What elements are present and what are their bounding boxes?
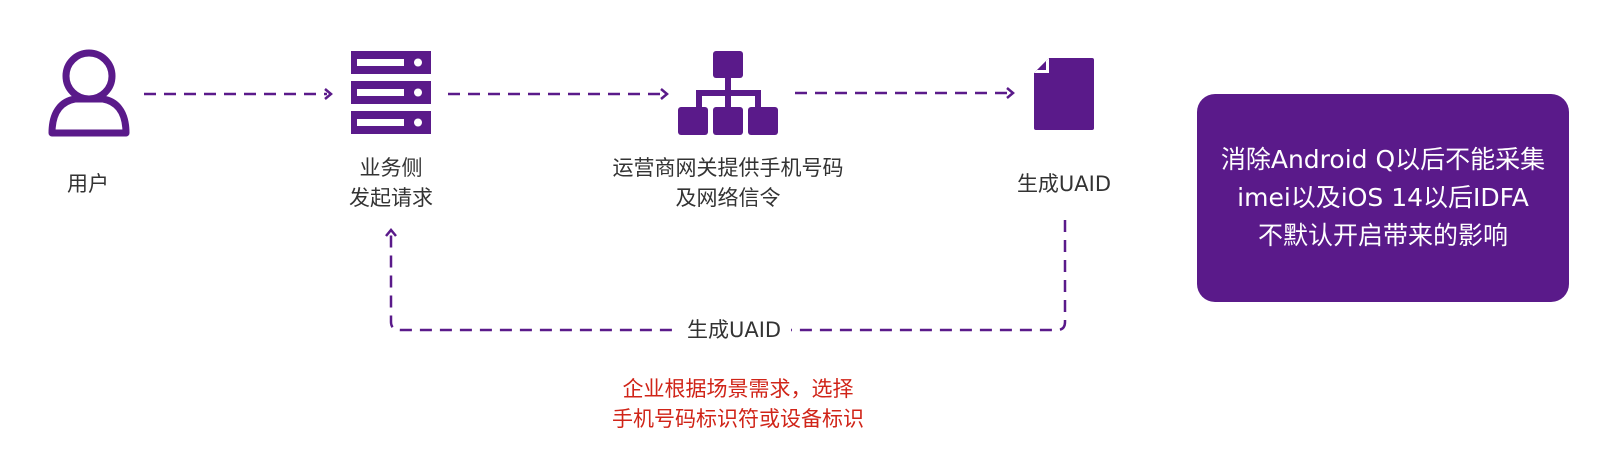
callout-line-2: imei以及iOS 14以后IDFA <box>1237 183 1529 212</box>
document-icon <box>1034 58 1094 130</box>
arrow-business-to-gateway <box>448 88 669 100</box>
arrow-gateway-to-uaid <box>795 87 1015 99</box>
loop-label: 生成UAID <box>677 316 792 344</box>
network-icon <box>678 51 778 135</box>
user-label: 用户 <box>67 172 109 196</box>
callout-line-3: 不默认开启带来的影响 <box>1257 221 1508 250</box>
scenario-note: 企业根据场景需求，选择 手机号码标识符或设备标识 <box>612 377 864 431</box>
gateway-label: 运营商网关提供手机号码 及网络信令 <box>612 156 844 210</box>
uaid-label: 生成UAID <box>1016 172 1112 196</box>
user-icon <box>48 49 130 137</box>
callout-box: 消除Android Q以后不能采集 imei以及iOS 14以后IDFA 不默认… <box>1197 94 1569 302</box>
server-icon <box>351 51 431 134</box>
loop-arrow <box>385 220 1067 332</box>
arrow-user-to-business <box>144 88 333 100</box>
callout-line-1: 消除Android Q以后不能采集 <box>1220 145 1546 174</box>
business-label: 业务侧 发起请求 <box>349 156 433 210</box>
